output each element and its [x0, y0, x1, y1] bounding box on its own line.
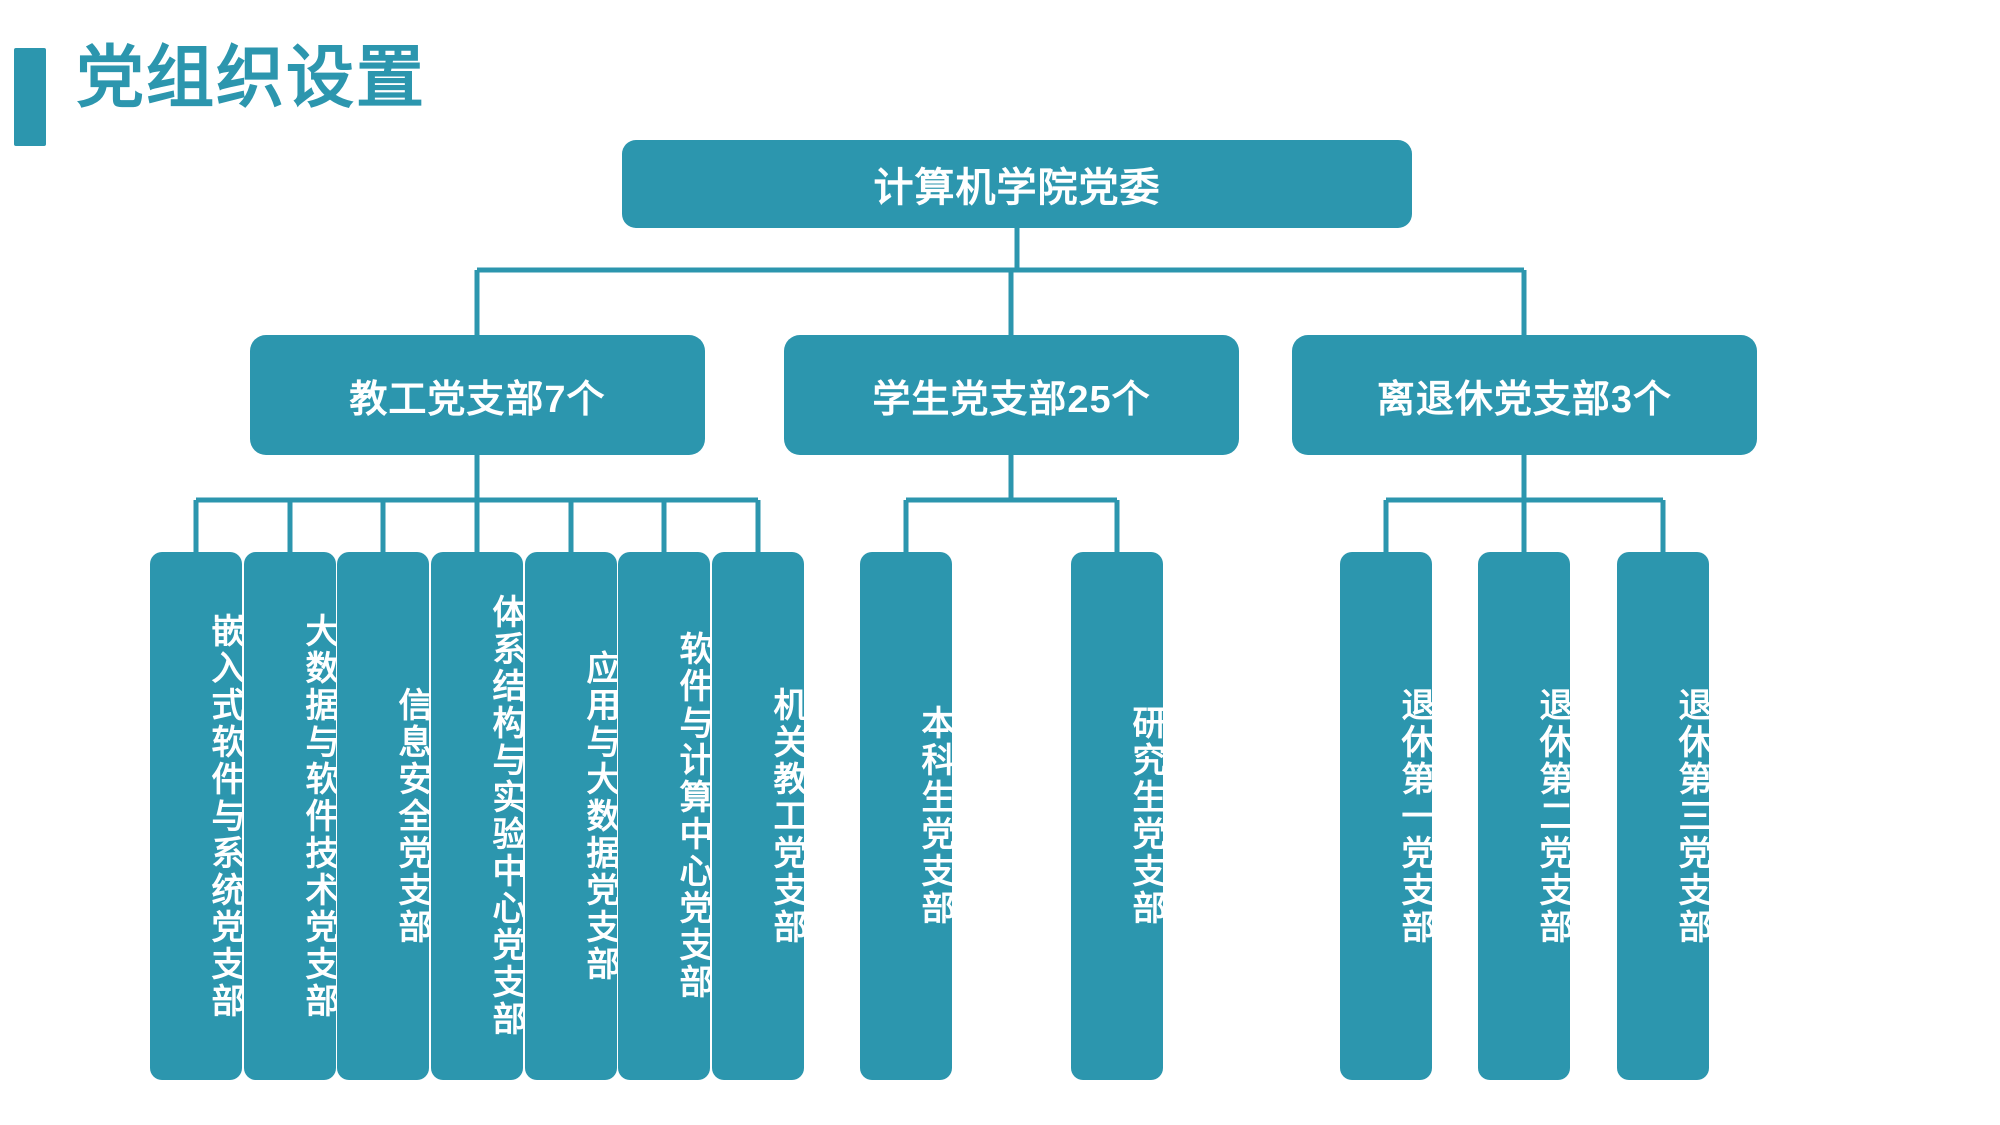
org-node-group-student[interactable]: 学生党支部25个 [784, 335, 1239, 455]
org-node-leaf[interactable]: 嵌入式软件与系统党支部 [150, 552, 244, 1080]
org-node-leaf[interactable]: 本科生党支部 [860, 552, 954, 1080]
org-node-leaf-label: 退休第三党支部 [1673, 686, 1711, 946]
org-node-leaf[interactable]: 研究生党支部 [1071, 552, 1165, 1080]
org-node-leaf-label: 应用与大数据党支部 [581, 649, 619, 983]
org-node-leaf[interactable]: 信息安全党支部 [337, 552, 431, 1080]
org-node-leaf[interactable]: 退休第三党支部 [1617, 552, 1711, 1080]
org-node-leaf-label: 退休第一党支部 [1396, 686, 1434, 946]
org-node-leaf[interactable]: 大数据与软件技术党支部 [244, 552, 338, 1080]
org-node-leaf[interactable]: 软件与计算中心党支部 [618, 552, 712, 1080]
org-node-leaf-label: 大数据与软件技术党支部 [300, 612, 338, 1020]
org-node-leaf-label: 研究生党支部 [1127, 705, 1165, 927]
org-node-leaf-label: 信息安全党支部 [393, 686, 431, 946]
org-node-leaf-label: 退休第二党支部 [1534, 686, 1572, 946]
org-node-leaf-label: 嵌入式软件与系统党支部 [206, 612, 244, 1020]
org-node-root[interactable]: 计算机学院党委 [622, 140, 1412, 228]
org-node-leaf-label: 软件与计算中心党支部 [674, 631, 712, 1001]
org-node-group-faculty[interactable]: 教工党支部7个 [250, 335, 705, 455]
page-title: 党组织设置 [76, 40, 427, 116]
org-node-group-retired[interactable]: 离退休党支部3个 [1292, 335, 1757, 455]
org-node-leaf-label: 体系结构与实验中心党支部 [487, 594, 525, 1038]
org-node-leaf[interactable]: 体系结构与实验中心党支部 [431, 552, 525, 1080]
org-node-leaf[interactable]: 应用与大数据党支部 [525, 552, 619, 1080]
org-node-leaf[interactable]: 退休第二党支部 [1478, 552, 1572, 1080]
org-node-leaf[interactable]: 机关教工党支部 [712, 552, 806, 1080]
org-node-leaf-label: 机关教工党支部 [768, 686, 806, 946]
org-node-leaf-label: 本科生党支部 [916, 705, 954, 927]
org-node-leaf[interactable]: 退休第一党支部 [1340, 552, 1434, 1080]
title-accent-bar [14, 48, 46, 146]
